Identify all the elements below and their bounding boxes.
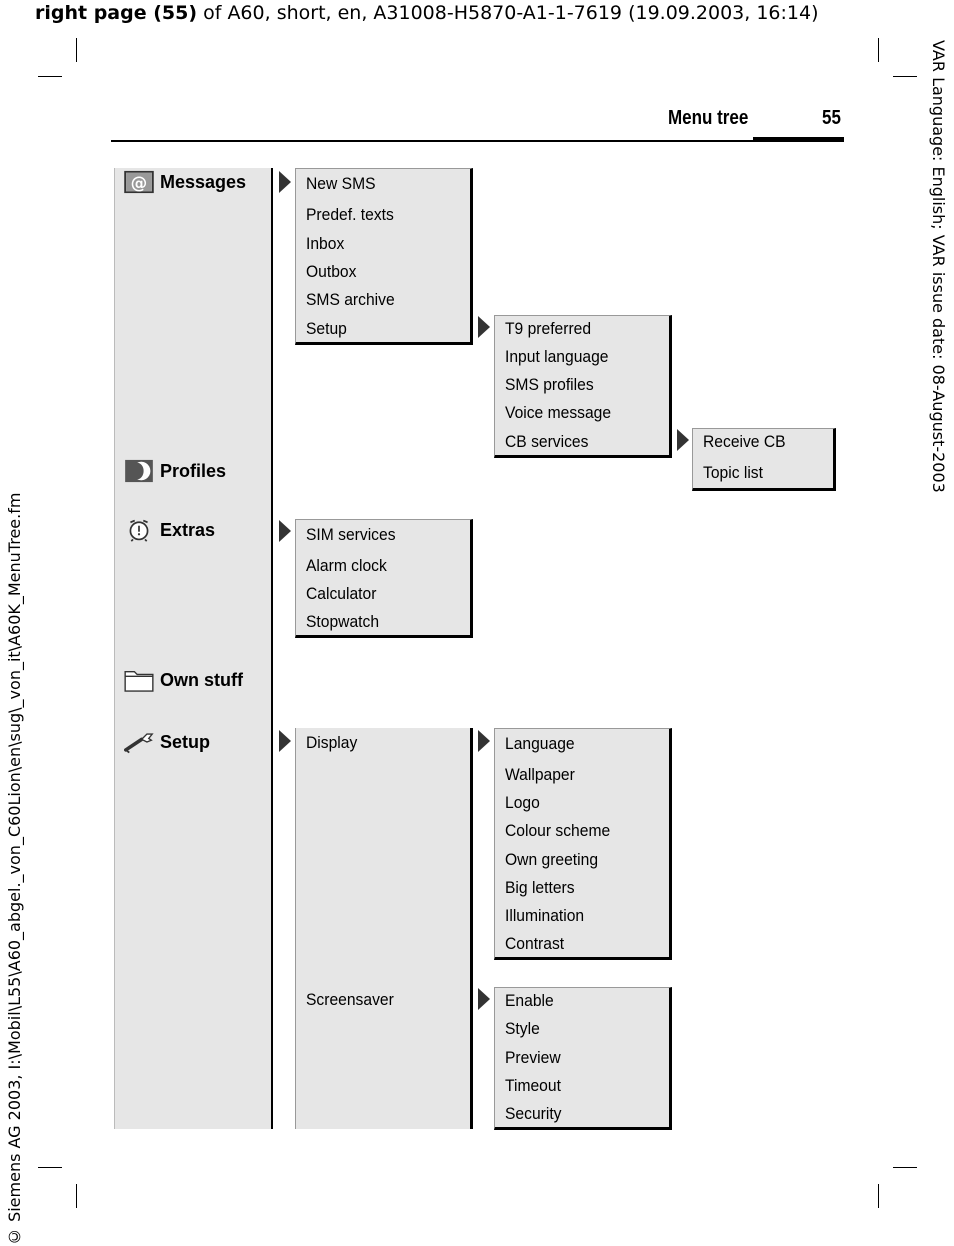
main-menu-label: Profiles — [160, 460, 227, 481]
submenu-arrow-icon — [478, 316, 490, 338]
main-menu-column — [114, 168, 273, 1129]
extras-alarm-icon — [129, 519, 149, 542]
menu-item-sms-archive[interactable]: SMS archive — [306, 290, 395, 309]
doc-ref: of A60, short, en, A31008-H5870-A1-1-761… — [197, 2, 819, 24]
menu-item-big-letters[interactable]: Big letters — [505, 878, 575, 897]
menu-item-own-greeting[interactable]: Own greeting — [505, 850, 599, 869]
main-menu-divider — [271, 168, 273, 1129]
cb-services-submenu: Receive CB Topic list — [692, 428, 836, 491]
messages-setup-submenu: T9 preferred Input language SMS profiles… — [494, 315, 672, 458]
menu-item-t9-preferred[interactable]: T9 preferred — [505, 319, 592, 338]
main-menu-setup[interactable]: Setup — [124, 730, 210, 754]
menu-item-display[interactable]: Display — [306, 733, 358, 752]
menu-item-new-sms[interactable]: New SMS — [306, 174, 376, 193]
submenu-arrow-icon — [677, 429, 689, 451]
crop-mark — [893, 1167, 917, 1168]
setup-wrench-icon — [124, 733, 154, 754]
crop-mark — [38, 1167, 62, 1168]
main-menu-label: Extras — [160, 519, 216, 540]
profiles-moon-icon — [125, 459, 153, 483]
messages-at-icon: @ — [124, 170, 154, 194]
menu-item-setup[interactable]: Setup — [306, 319, 347, 338]
submenu-arrow-icon — [279, 520, 291, 542]
main-menu-label: Setup — [160, 731, 211, 752]
svg-text:@: @ — [131, 173, 148, 192]
menu-item-colour-scheme[interactable]: Colour scheme — [505, 821, 611, 840]
menu-item-input-language[interactable]: Input language — [505, 347, 609, 366]
side-text-left: © Siemens AG 2003, I:\Mobil\L55\A60_abge… — [5, 492, 24, 1246]
crop-mark — [76, 38, 77, 62]
main-menu-profiles[interactable]: Profiles — [124, 459, 226, 483]
menu-item-predef-texts[interactable]: Predef. texts — [306, 205, 394, 224]
main-menu-label: Messages — [160, 171, 247, 192]
crop-mark — [76, 1184, 77, 1208]
menu-item-enable[interactable]: Enable — [505, 991, 554, 1010]
header-rule — [111, 140, 844, 142]
extras-submenu: SIM services Alarm clock Calculator Stop… — [295, 519, 473, 638]
page-title: Menu tree — [668, 107, 749, 129]
messages-submenu: New SMS Predef. texts Inbox Outbox SMS a… — [295, 168, 473, 345]
submenu-arrow-icon — [478, 988, 490, 1010]
menu-item-sim-services[interactable]: SIM services — [306, 525, 396, 544]
menu-item-sms-profiles[interactable]: SMS profiles — [505, 375, 594, 394]
side-text-right: VAR Language: English; VAR issue date: 0… — [929, 40, 948, 493]
submenu-arrow-icon — [478, 730, 490, 752]
submenu-arrow-icon — [279, 730, 291, 752]
menu-item-style[interactable]: Style — [505, 1019, 540, 1038]
menu-item-inbox[interactable]: Inbox — [306, 234, 345, 253]
main-menu-extras[interactable]: Extras — [124, 518, 215, 542]
screensaver-submenu: Enable Style Preview Timeout Security — [494, 987, 672, 1130]
display-submenu: Language Wallpaper Logo Colour scheme Ow… — [494, 728, 672, 960]
main-menu-label: Own stuff — [160, 669, 243, 690]
main-menu-messages[interactable]: @ Messages — [124, 170, 246, 194]
menu-item-alarm-clock[interactable]: Alarm clock — [306, 556, 387, 575]
menu-item-language[interactable]: Language — [505, 734, 575, 753]
menu-item-timeout[interactable]: Timeout — [505, 1076, 561, 1095]
menu-item-voice-message[interactable]: Voice message — [505, 403, 612, 422]
menu-item-screensaver[interactable]: Screensaver — [306, 990, 394, 1009]
menu-item-outbox[interactable]: Outbox — [306, 262, 357, 281]
document-header-line: right page (55) of A60, short, en, A3100… — [35, 2, 819, 24]
menu-item-wallpaper[interactable]: Wallpaper — [505, 765, 575, 784]
menu-item-security[interactable]: Security — [505, 1104, 562, 1123]
menu-item-calculator[interactable]: Calculator — [306, 584, 377, 603]
setup-submenu: Display Screensaver — [295, 728, 473, 1129]
header-rule-accent — [753, 137, 844, 142]
submenu-arrow-icon — [279, 171, 291, 193]
menu-item-preview[interactable]: Preview — [505, 1048, 561, 1067]
crop-mark — [38, 76, 62, 77]
menu-item-receive-cb[interactable]: Receive CB — [703, 432, 786, 451]
crop-mark — [878, 38, 879, 62]
crop-mark — [878, 1184, 879, 1208]
menu-item-topic-list[interactable]: Topic list — [703, 463, 763, 482]
menu-item-illumination[interactable]: Illumination — [505, 906, 585, 925]
own-stuff-folder-icon — [124, 671, 154, 692]
menu-item-cb-services[interactable]: CB services — [505, 432, 589, 451]
page-number: 55 — [822, 107, 841, 129]
menu-item-stopwatch[interactable]: Stopwatch — [306, 612, 380, 631]
menu-item-contrast[interactable]: Contrast — [505, 934, 565, 953]
main-menu-own-stuff[interactable]: Own stuff — [124, 668, 243, 692]
crop-mark — [893, 76, 917, 77]
menu-item-logo[interactable]: Logo — [505, 793, 540, 812]
page-ref: right page (55) — [35, 2, 198, 24]
